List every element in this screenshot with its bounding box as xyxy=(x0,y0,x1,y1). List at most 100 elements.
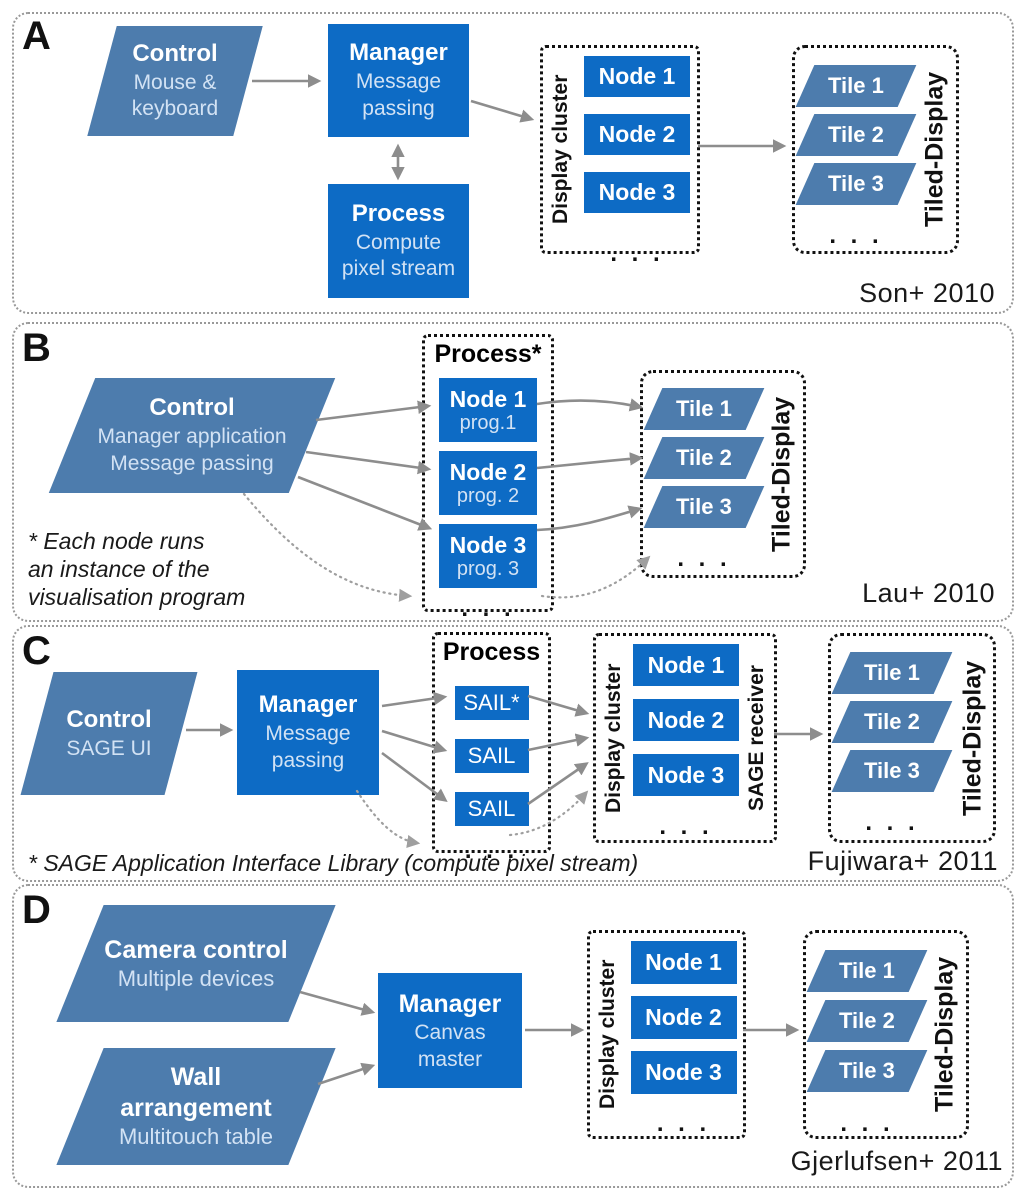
footnote-c: * SAGE Application Interface Library (co… xyxy=(28,850,639,876)
process-box-b: Process* Node 1 prog.1 Node 2 prog. 2 No… xyxy=(422,334,554,622)
manager-sub2-a: passing xyxy=(362,96,435,120)
display-cluster-box-c: Display cluster Node 1 Node 2 Node 3 . .… xyxy=(593,633,777,843)
tile-shape: Tile 1 xyxy=(795,65,917,107)
tile-shape: Tile 1 xyxy=(831,652,953,694)
tiled-display-box-b: Tile 1 Tile 2 Tile 3 . . . Tiled-Display xyxy=(640,370,806,578)
footnote-b-line1: * Each node runs xyxy=(28,528,205,554)
node-box: Node 2 xyxy=(630,996,737,1039)
control-parallelogram-c: Control SAGE UI xyxy=(20,672,198,795)
tile-shape: Tile 2 xyxy=(831,701,953,743)
process-box-c: Process SAIL* SAIL SAIL . . . xyxy=(432,632,551,864)
display-cluster-label-a: Display cluster xyxy=(549,74,572,225)
control-title-c: Control xyxy=(66,705,152,733)
sail-box: SAIL xyxy=(454,791,529,826)
node-box: Node 3 xyxy=(630,1051,737,1094)
node-box: Node 3 xyxy=(584,172,690,213)
control-title-a: Control xyxy=(132,39,218,67)
process-sub2-a: pixel stream xyxy=(341,257,456,281)
footnote-b-line2: an instance of the xyxy=(28,556,210,583)
tile-shape: Tile 2 xyxy=(795,114,917,156)
citation-b: Lau+ 2010 xyxy=(862,578,995,608)
tiled-display-label-b: Tiled-Display xyxy=(767,396,796,552)
panel-c xyxy=(12,625,1014,882)
ellipsis: . . . xyxy=(610,240,664,267)
footnote-b-line3: visualisation program xyxy=(28,584,246,611)
node-box: Node 2 xyxy=(584,114,690,155)
node-box: Node 1 xyxy=(633,644,739,686)
tiled-display-box-d: Tile 1 Tile 2 Tile 3 . . . Tiled-Display xyxy=(803,930,969,1139)
tile-shape: Tile 1 xyxy=(806,950,928,992)
node-box: Node 1 xyxy=(584,56,690,97)
tiled-display-label-c: Tiled-Display xyxy=(958,660,987,816)
node-box: Node 3 prog. 3 xyxy=(439,523,537,588)
panel-a-letter: A xyxy=(22,14,51,58)
process-title-c: Process xyxy=(442,638,541,666)
node-prog: prog. 3 xyxy=(456,557,520,580)
wall-title1-d: Wall xyxy=(170,1063,222,1092)
tile-shape: Tile 2 xyxy=(643,437,765,479)
sail-box: SAIL* xyxy=(454,685,529,720)
process-title-a: Process xyxy=(351,199,446,227)
ellipsis: . . . xyxy=(865,809,919,836)
control-parallelogram-b: Control Manager application Message pass… xyxy=(48,378,336,493)
control-sub2-a: keyboard xyxy=(131,97,219,121)
wall-sub-d: Multitouch table xyxy=(118,1124,274,1150)
tiled-display-label-a: Tiled-Display xyxy=(920,71,949,228)
tile-shape: Tile 3 xyxy=(806,1050,928,1092)
manager-box-c: Manager Message passing xyxy=(237,670,379,795)
tile-shape: Tile 1 xyxy=(643,388,765,430)
citation-c: Fujiwara+ 2011 xyxy=(807,846,998,876)
node-prog: prog. 2 xyxy=(456,484,520,507)
node-box: Node 2 prog. 2 xyxy=(439,450,537,515)
panel-d xyxy=(12,884,1014,1188)
wall-arrangement-parallelogram-d: Wall arrangement Multitouch table xyxy=(56,1048,336,1165)
footnote-b: * Each node runs an instance of the visu… xyxy=(28,527,245,611)
ellipsis: . . . xyxy=(829,222,883,249)
ellipsis: . . . xyxy=(840,1110,894,1137)
control-sub1-a: Mouse & xyxy=(133,70,217,94)
tiled-display-box-c: Tile 1 Tile 2 Tile 3 . . . Tiled-Display xyxy=(828,633,996,843)
display-cluster-box-a: Display cluster Node 1 Node 2 Node 3 . .… xyxy=(540,45,700,267)
node-box: Node 1 xyxy=(630,941,737,984)
camera-control-sub-d: Multiple devices xyxy=(117,965,275,991)
node-box: Node 3 xyxy=(633,754,739,796)
control-sub1-c: SAGE UI xyxy=(66,736,152,760)
display-cluster-label-c: Display cluster xyxy=(602,663,625,813)
tiled-display-label-d: Tiled-Display xyxy=(930,956,959,1113)
panel-b xyxy=(12,322,1014,622)
tile-shape: Tile 3 xyxy=(643,486,765,528)
manager-title-c: Manager xyxy=(258,691,358,719)
manager-box-d: Manager Canvas master xyxy=(378,973,522,1088)
ellipsis: . . . xyxy=(461,594,515,622)
sail-box: SAIL xyxy=(454,738,529,773)
manager-title-a: Manager xyxy=(349,39,448,67)
panel-d-letter: D xyxy=(22,888,51,932)
citation-d: Gjerlufsen+ 2011 xyxy=(790,1146,1003,1176)
manager-box-a: Manager Message passing xyxy=(328,24,469,137)
control-sub1-b: Manager application xyxy=(97,425,287,449)
ellipsis: . . . xyxy=(464,836,519,864)
ellipsis: . . . xyxy=(677,545,731,572)
control-title-b: Control xyxy=(149,394,235,422)
control-parallelogram-a: Control Mouse & keyboard xyxy=(87,26,263,136)
manager-sub1-d: Canvas xyxy=(414,1020,486,1044)
panel-c-letter: C xyxy=(22,629,51,673)
node-box: Node 1 prog.1 xyxy=(439,377,537,442)
process-sub1-a: Compute xyxy=(355,230,442,254)
tile-shape: Tile 3 xyxy=(831,750,953,792)
control-sub2-b: Message passing xyxy=(110,451,274,475)
camera-control-title-d: Camera control xyxy=(104,935,288,964)
process-box-a: Process Compute pixel stream xyxy=(328,184,469,298)
display-cluster-label-d: Display cluster xyxy=(596,959,619,1110)
process-title-b: Process* xyxy=(434,340,542,368)
manager-sub1-a: Message xyxy=(355,70,442,94)
sage-receiver-label-c: SAGE receiver xyxy=(745,665,768,811)
tiled-display-box-a: Tile 1 Tile 2 Tile 3 . . . Tiled-Display xyxy=(792,45,959,254)
node-box: Node 2 xyxy=(633,699,739,741)
ellipsis: . . . xyxy=(659,813,713,840)
node-prog: prog.1 xyxy=(459,411,517,434)
wall-title2-d: arrangement xyxy=(120,1094,272,1123)
tile-shape: Tile 3 xyxy=(795,163,917,205)
display-cluster-box-d: Display cluster Node 1 Node 2 Node 3 . .… xyxy=(587,930,746,1139)
